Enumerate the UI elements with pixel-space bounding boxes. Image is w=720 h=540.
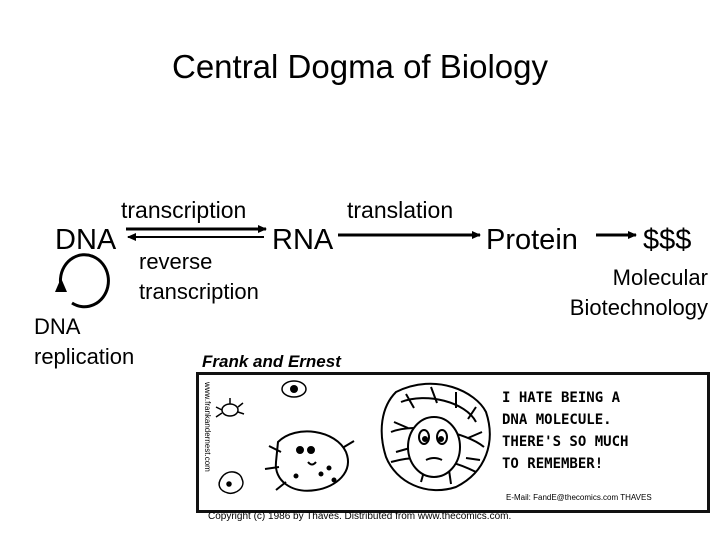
comic-website: www.frankandernest.com [203,382,212,472]
speech-line: DNA MOLECULE. [502,412,612,428]
eye-cell-icon [281,380,307,398]
speech-line: THERE'S SO MUCH [502,434,629,450]
comic-strip: Frank and Ernest [196,352,710,528]
dna-replication-label: DNA replication [34,314,135,369]
page-title: Central Dogma of Biology [171,48,549,85]
speech-line: I HATE BEING A [502,390,621,406]
transcription-label: transcription [121,197,247,223]
dna-replication-arrowhead [55,278,67,292]
protein-node: Protein [486,224,578,256]
comic-email: E-Mail: FandE@thecomics.com THAVES [506,493,652,502]
translation-label: translation [347,197,454,223]
molecular-biotechnology-label: Molecular Biotechnology [569,265,708,320]
reverse-transcription-label: reverse transcription [139,249,259,304]
dna-replication-loop [58,253,110,309]
comic-illustration [215,380,491,495]
speech-bubble: I HATE BEING A DNA MOLECULE. THERE'S SO … [502,387,628,475]
rna-node: RNA [272,224,334,256]
comic-title: Frank and Ernest [202,352,341,371]
comic-signature: THAVES [620,493,652,502]
money-node: $$$ [643,224,692,256]
dna-molecule-icon [380,382,491,492]
bacterium-icon [264,430,355,492]
dna-node: DNA [55,224,117,256]
speech-line: TO REMEMBER! [502,456,604,472]
microbe-icon [215,398,245,418]
small-cell-icon [218,471,244,495]
comic-email-text: E-Mail: FandE@thecomics.com [506,493,619,502]
comic-copyright: Copyright (c) 1986 by Thaves. Distribute… [208,511,512,522]
